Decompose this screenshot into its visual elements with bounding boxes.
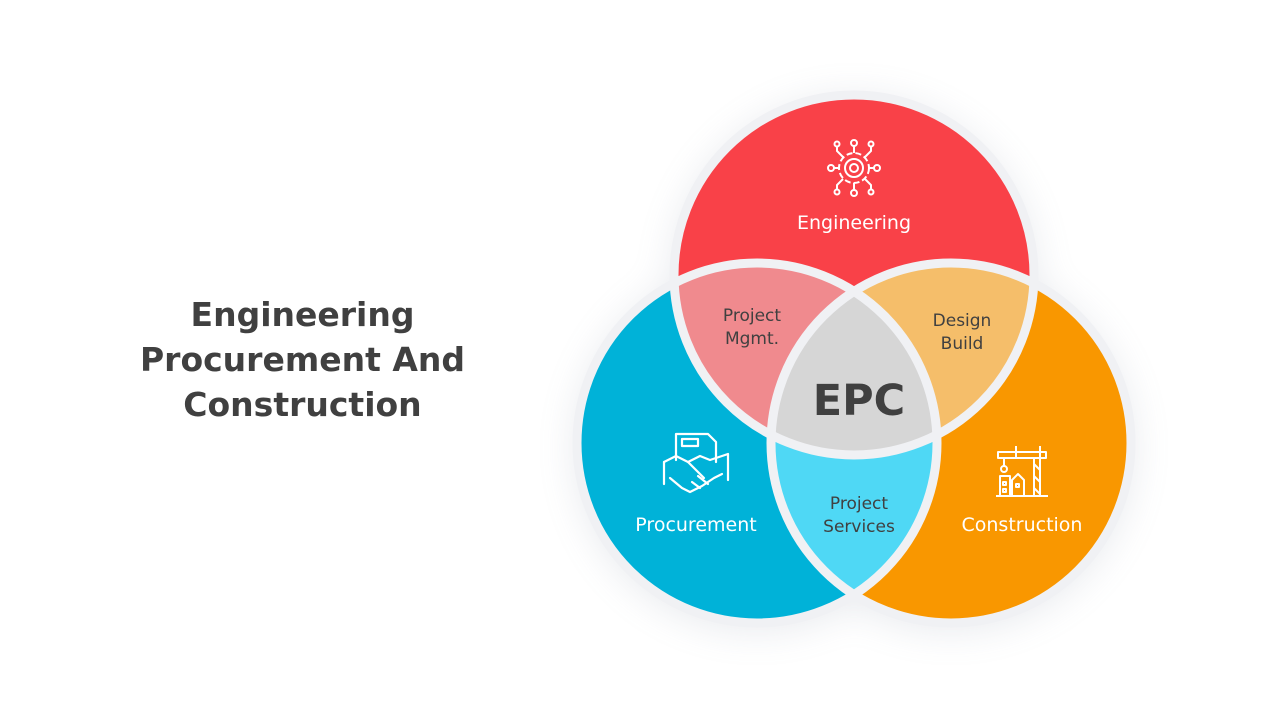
project-mgmt-label-line-2: Mgmt. xyxy=(725,329,779,349)
title-line-2: Procurement And xyxy=(139,340,466,379)
circle-outlines xyxy=(572,90,1136,628)
engineering-label: Engineering xyxy=(797,212,911,234)
design-build-label-line-2: Build xyxy=(941,334,984,354)
circuit-gear-icon xyxy=(827,139,881,197)
project-services-label-line-2: Services xyxy=(823,517,895,537)
slide-title: Engineering Procurement And Construction xyxy=(110,292,495,427)
procurement-label: Procurement xyxy=(635,514,756,536)
construction-label: Construction xyxy=(962,514,1083,536)
epc-center-region xyxy=(771,263,937,455)
project-mgmt-label-line-1: Project xyxy=(723,306,781,326)
title-line-3: Construction xyxy=(183,385,422,424)
title-line-1: Engineering xyxy=(190,295,415,334)
project-services-label-line-1: Project xyxy=(830,494,888,514)
crane-building-icon xyxy=(996,446,1048,497)
handshake-document-icon xyxy=(662,432,730,494)
epc-center-label: EPC xyxy=(813,376,905,426)
design-build-label-line-1: Design xyxy=(933,311,992,331)
